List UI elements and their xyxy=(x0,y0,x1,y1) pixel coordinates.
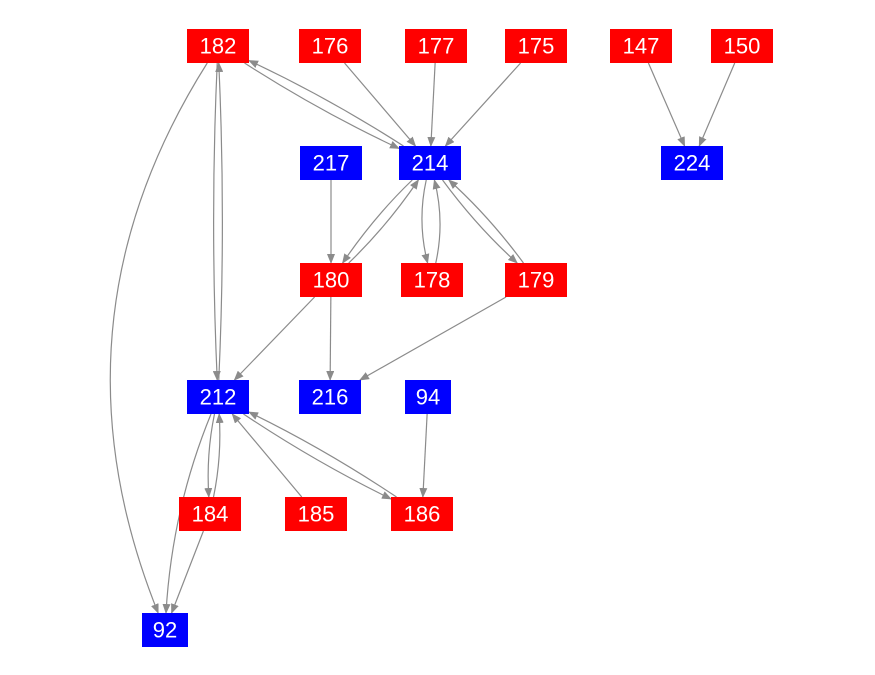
node-box-217 xyxy=(300,146,362,180)
edge-184-to-212 xyxy=(212,413,224,498)
node-label-212: 212 xyxy=(200,385,237,410)
edge-214-to-179 xyxy=(442,179,518,264)
edge-185-to-212 xyxy=(231,413,303,498)
node-box-179 xyxy=(505,263,567,297)
node-label-94: 94 xyxy=(416,385,440,410)
edge-180-to-216 xyxy=(326,296,335,381)
node-label-184: 184 xyxy=(192,502,229,527)
graph-node-94: 94 xyxy=(405,380,451,414)
node-box-147 xyxy=(610,29,672,63)
node-label-150: 150 xyxy=(724,34,761,59)
graph-node-224: 224 xyxy=(661,146,723,180)
graph-node-92: 92 xyxy=(142,613,188,647)
node-box-177 xyxy=(405,29,467,63)
graph-node-182: 182 xyxy=(187,29,249,63)
graph-node-184: 184 xyxy=(179,497,241,531)
edge-214-to-178 xyxy=(421,179,430,264)
edge-212-to-184 xyxy=(204,413,216,498)
edge-180-to-214 xyxy=(348,179,419,264)
node-box-176 xyxy=(299,29,361,63)
edge-186-to-212 xyxy=(248,411,397,498)
edge-150-to-224 xyxy=(698,62,736,147)
node-label-92: 92 xyxy=(153,618,177,643)
graph-node-216: 216 xyxy=(299,380,361,414)
node-label-182: 182 xyxy=(200,34,237,59)
graph-node-178: 178 xyxy=(401,263,463,297)
node-box-212 xyxy=(187,380,249,414)
edge-179-to-216 xyxy=(359,296,507,381)
node-label-179: 179 xyxy=(518,268,555,293)
edge-178-to-214 xyxy=(432,179,441,264)
node-label-180: 180 xyxy=(313,268,350,293)
node-box-94 xyxy=(405,380,451,414)
node-box-150 xyxy=(711,29,773,63)
graph-node-176: 176 xyxy=(299,29,361,63)
edge-180-to-212 xyxy=(233,296,316,381)
edge-182-to-92 xyxy=(109,62,208,614)
node-box-214 xyxy=(399,146,461,180)
edge-175-to-214 xyxy=(444,62,522,147)
edge-184-to-92 xyxy=(171,530,204,614)
node-label-178: 178 xyxy=(414,268,451,293)
graph-node-185: 185 xyxy=(285,497,347,531)
edge-177-to-214 xyxy=(427,62,436,147)
nodes-layer: 182 176 177 175 147 150 217 214 224 180 178 179 212 2… xyxy=(142,29,773,647)
edge-212-to-186 xyxy=(243,413,392,500)
graph-node-214: 214 xyxy=(399,146,461,180)
graph-node-180: 180 xyxy=(300,263,362,297)
edge-176-to-214 xyxy=(344,62,417,147)
edge-147-to-224 xyxy=(647,62,686,147)
edge-179-to-214 xyxy=(448,179,524,264)
graph-node-217: 217 xyxy=(300,146,362,180)
node-box-184 xyxy=(179,497,241,531)
node-label-177: 177 xyxy=(418,34,455,59)
node-label-217: 217 xyxy=(313,151,350,176)
node-label-216: 216 xyxy=(312,385,349,410)
node-label-175: 175 xyxy=(518,34,555,59)
node-label-185: 185 xyxy=(298,502,335,527)
node-label-224: 224 xyxy=(674,151,711,176)
graph-node-147: 147 xyxy=(610,29,672,63)
edge-94-to-186 xyxy=(419,413,428,498)
edge-182-to-212 xyxy=(212,62,221,381)
graph-node-175: 175 xyxy=(505,29,567,63)
graph-node-186: 186 xyxy=(391,497,453,531)
edge-214-to-180 xyxy=(342,179,413,264)
node-box-216 xyxy=(299,380,361,414)
node-box-224 xyxy=(661,146,723,180)
node-label-147: 147 xyxy=(623,34,660,59)
node-box-180 xyxy=(300,263,362,297)
node-box-186 xyxy=(391,497,453,531)
node-box-92 xyxy=(142,613,188,647)
edge-212-to-182 xyxy=(215,62,224,381)
edges-layer xyxy=(109,59,736,614)
graph-node-177: 177 xyxy=(405,29,467,63)
node-label-186: 186 xyxy=(404,502,441,527)
graph-node-150: 150 xyxy=(711,29,773,63)
node-box-185 xyxy=(285,497,347,531)
graph-node-179: 179 xyxy=(505,263,567,297)
node-box-182 xyxy=(187,29,249,63)
edge-214-to-182 xyxy=(248,59,404,147)
graph-node-212: 212 xyxy=(187,380,249,414)
node-box-178 xyxy=(401,263,463,297)
node-label-214: 214 xyxy=(412,151,449,176)
node-label-176: 176 xyxy=(312,34,349,59)
node-box-175 xyxy=(505,29,567,63)
edge-182-to-214 xyxy=(244,62,400,150)
